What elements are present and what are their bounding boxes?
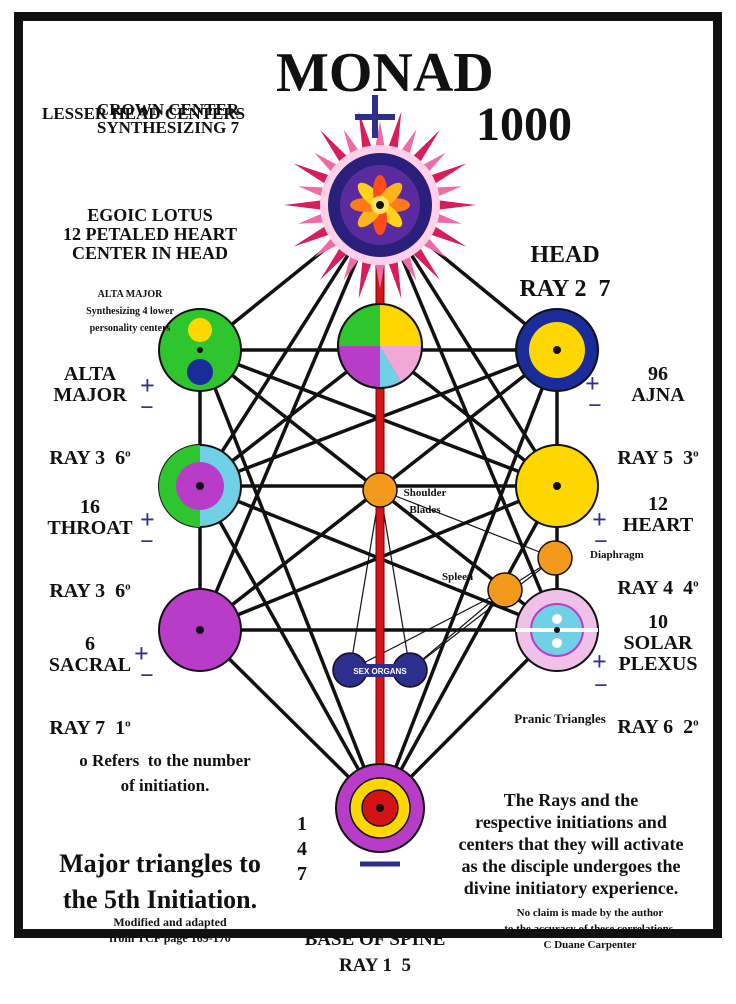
crown-ray: [358, 111, 373, 152]
crown-ray: [293, 224, 332, 247]
diaphragm-label: Diaphragm: [590, 549, 644, 561]
crown-ray: [374, 260, 386, 289]
crown-ray: [293, 163, 332, 186]
crown-ray: [410, 129, 440, 165]
crown-ray: [320, 129, 350, 165]
alta-major-plus-icon: +: [140, 371, 155, 400]
pranic-triangles-label: Pranic Triangles: [514, 711, 606, 726]
spleen-label: Spleen: [442, 571, 474, 583]
crown-ray: [387, 258, 402, 299]
base-chakra: [335, 763, 425, 853]
ajna-plus-icon: +: [585, 369, 600, 398]
sex-organs-band: [352, 664, 408, 677]
ajna-minus-icon: −: [588, 393, 602, 419]
head-center-pie: [337, 303, 423, 389]
crown-ray: [435, 199, 476, 211]
solar-plexus-chakra: [515, 588, 599, 672]
heart-chakra: [515, 444, 599, 528]
spleen-center: [487, 572, 523, 608]
ajna-chakra: [515, 308, 599, 392]
alta-major-minus-icon: −: [140, 395, 154, 421]
solar-plus-icon: +: [592, 647, 607, 676]
crown-ray: [428, 224, 467, 247]
diaphragm-center: [537, 540, 573, 576]
crown-ray: [433, 186, 462, 198]
page-title: MONAD: [276, 42, 494, 104]
crown-ray: [374, 121, 386, 150]
shoulder-blades-center: [362, 472, 398, 508]
throat-chakra: [158, 444, 242, 528]
sacral-minus-icon: −: [140, 663, 154, 689]
sacral-chakra: [158, 588, 242, 672]
crown-ray: [358, 258, 373, 299]
crown-ray: [410, 245, 440, 281]
sex-organs-label: SEX ORGANS: [353, 667, 407, 676]
crown-ray: [387, 111, 402, 152]
crown-ray: [320, 245, 350, 281]
sacral-plus-icon: +: [134, 639, 149, 668]
monad-number: 1000: [476, 98, 572, 151]
crown-ray: [298, 186, 327, 198]
crown-ray: [284, 199, 325, 211]
crown-label-line3: LESSER HEAD CENTERS: [42, 104, 246, 123]
heart-minus-icon: −: [594, 529, 608, 555]
crown-plus-icon: [355, 95, 395, 138]
crown-ray: [298, 212, 327, 224]
crown-ray: [428, 163, 467, 186]
alta-major-chakra: [158, 308, 242, 392]
chakra-diagram: SEX ORGANS: [158, 95, 599, 867]
crown-ray: [433, 212, 462, 224]
heart-plus-icon: +: [592, 505, 607, 534]
solar-minus-icon: −: [594, 673, 608, 699]
crown-center: [284, 111, 476, 299]
throat-plus-icon: +: [140, 505, 155, 534]
throat-minus-icon: −: [140, 529, 154, 555]
